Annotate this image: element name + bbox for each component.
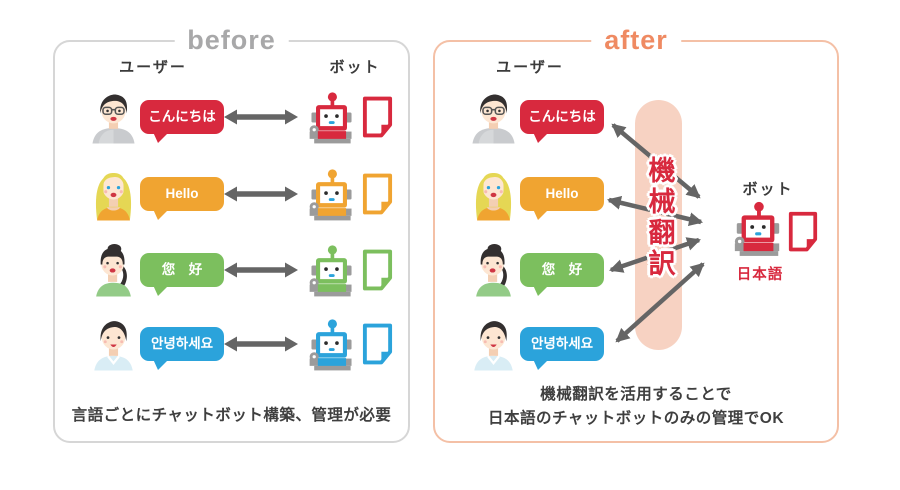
after-caption-line1: 機械翻訳を活用することで bbox=[540, 386, 732, 403]
bidirectional-arrow-icon bbox=[224, 186, 298, 202]
greeting-text: Hello bbox=[165, 186, 199, 201]
greeting-text: こんにちは bbox=[148, 109, 216, 124]
after-panel: after ユーザー こんにちは Hello 您 好 bbox=[433, 23, 839, 443]
document-icon bbox=[361, 95, 394, 140]
user-avatar-bun-woman bbox=[86, 243, 141, 297]
bidirectional-arrow-icon bbox=[224, 109, 298, 125]
speech-bubble-chinese: 您 好 bbox=[140, 253, 224, 296]
greeting-text: Hello bbox=[545, 186, 579, 201]
after-caption-line2: 日本語のチャットボットのみの管理でOK bbox=[487, 410, 785, 427]
user-avatar-blonde-woman bbox=[466, 168, 521, 221]
chatbot-icon bbox=[306, 90, 357, 145]
speech-bubble-korean: 안녕하세요 bbox=[140, 327, 224, 370]
chatbot-icon bbox=[731, 200, 785, 258]
document-icon bbox=[361, 322, 394, 367]
before-caption: 言語ごとにチャットボット構築、管理が必要 bbox=[71, 407, 392, 424]
document-icon bbox=[787, 210, 819, 254]
bidirectional-arrow-icon bbox=[224, 262, 298, 278]
document-icon bbox=[361, 248, 394, 293]
document-icon bbox=[361, 172, 394, 217]
bot-language-label: 日本語 bbox=[736, 267, 784, 283]
user-avatar-bun-woman bbox=[466, 243, 521, 297]
greeting-text: 您 好 bbox=[541, 262, 583, 277]
after-row-chinese: 您 好 bbox=[435, 235, 837, 305]
after-row-english: Hello bbox=[435, 159, 837, 229]
greeting-text: 您 好 bbox=[161, 262, 203, 277]
user-avatar-young-man bbox=[86, 318, 141, 371]
speech-bubble-japanese: こんにちは bbox=[140, 100, 224, 143]
user-avatar-japanese-man bbox=[86, 91, 141, 144]
before-row-english: Hello bbox=[55, 159, 408, 229]
speech-bubble-english: Hello bbox=[520, 177, 604, 220]
greeting-text: こんにちは bbox=[528, 109, 596, 124]
after-row-japanese: こんにちは bbox=[435, 82, 837, 152]
speech-bubble-japanese: こんにちは bbox=[520, 100, 604, 143]
speech-bubble-english: Hello bbox=[140, 177, 224, 220]
chatbot-icon bbox=[306, 317, 357, 372]
after-users-header: ユーザー bbox=[496, 59, 564, 76]
user-avatar-japanese-man bbox=[466, 91, 521, 144]
before-row-korean: 안녕하세요 bbox=[55, 309, 408, 379]
machine-translation-label: 機械翻訳 bbox=[644, 156, 675, 280]
greeting-text: 안녕하세요 bbox=[150, 336, 214, 351]
after-bot-header: ボット bbox=[742, 181, 794, 198]
bidirectional-arrow-icon bbox=[224, 336, 298, 352]
before-title: before bbox=[174, 23, 289, 57]
before-panel: before ユーザー ボット こんにちは bbox=[53, 23, 410, 443]
after-row-korean: 안녕하세요 bbox=[435, 309, 837, 379]
chatbot-icon bbox=[306, 243, 357, 298]
before-row-chinese: 您 好 bbox=[55, 235, 408, 305]
before-bots-header: ボット bbox=[329, 59, 381, 76]
user-avatar-blonde-woman bbox=[86, 168, 141, 221]
before-users-header: ユーザー bbox=[119, 59, 187, 76]
user-avatar-young-man bbox=[466, 318, 521, 371]
before-row-japanese: こんにちは bbox=[55, 82, 408, 152]
after-title: after bbox=[591, 23, 681, 57]
speech-bubble-korean: 안녕하세요 bbox=[520, 327, 604, 370]
greeting-text: 안녕하세요 bbox=[530, 336, 594, 351]
after-caption: 機械翻訳を活用することで 日本語のチャットボットのみの管理でOK bbox=[435, 383, 837, 431]
speech-bubble-chinese: 您 好 bbox=[520, 253, 604, 296]
converging-arrows bbox=[606, 123, 705, 343]
chatbot-icon bbox=[306, 167, 357, 222]
